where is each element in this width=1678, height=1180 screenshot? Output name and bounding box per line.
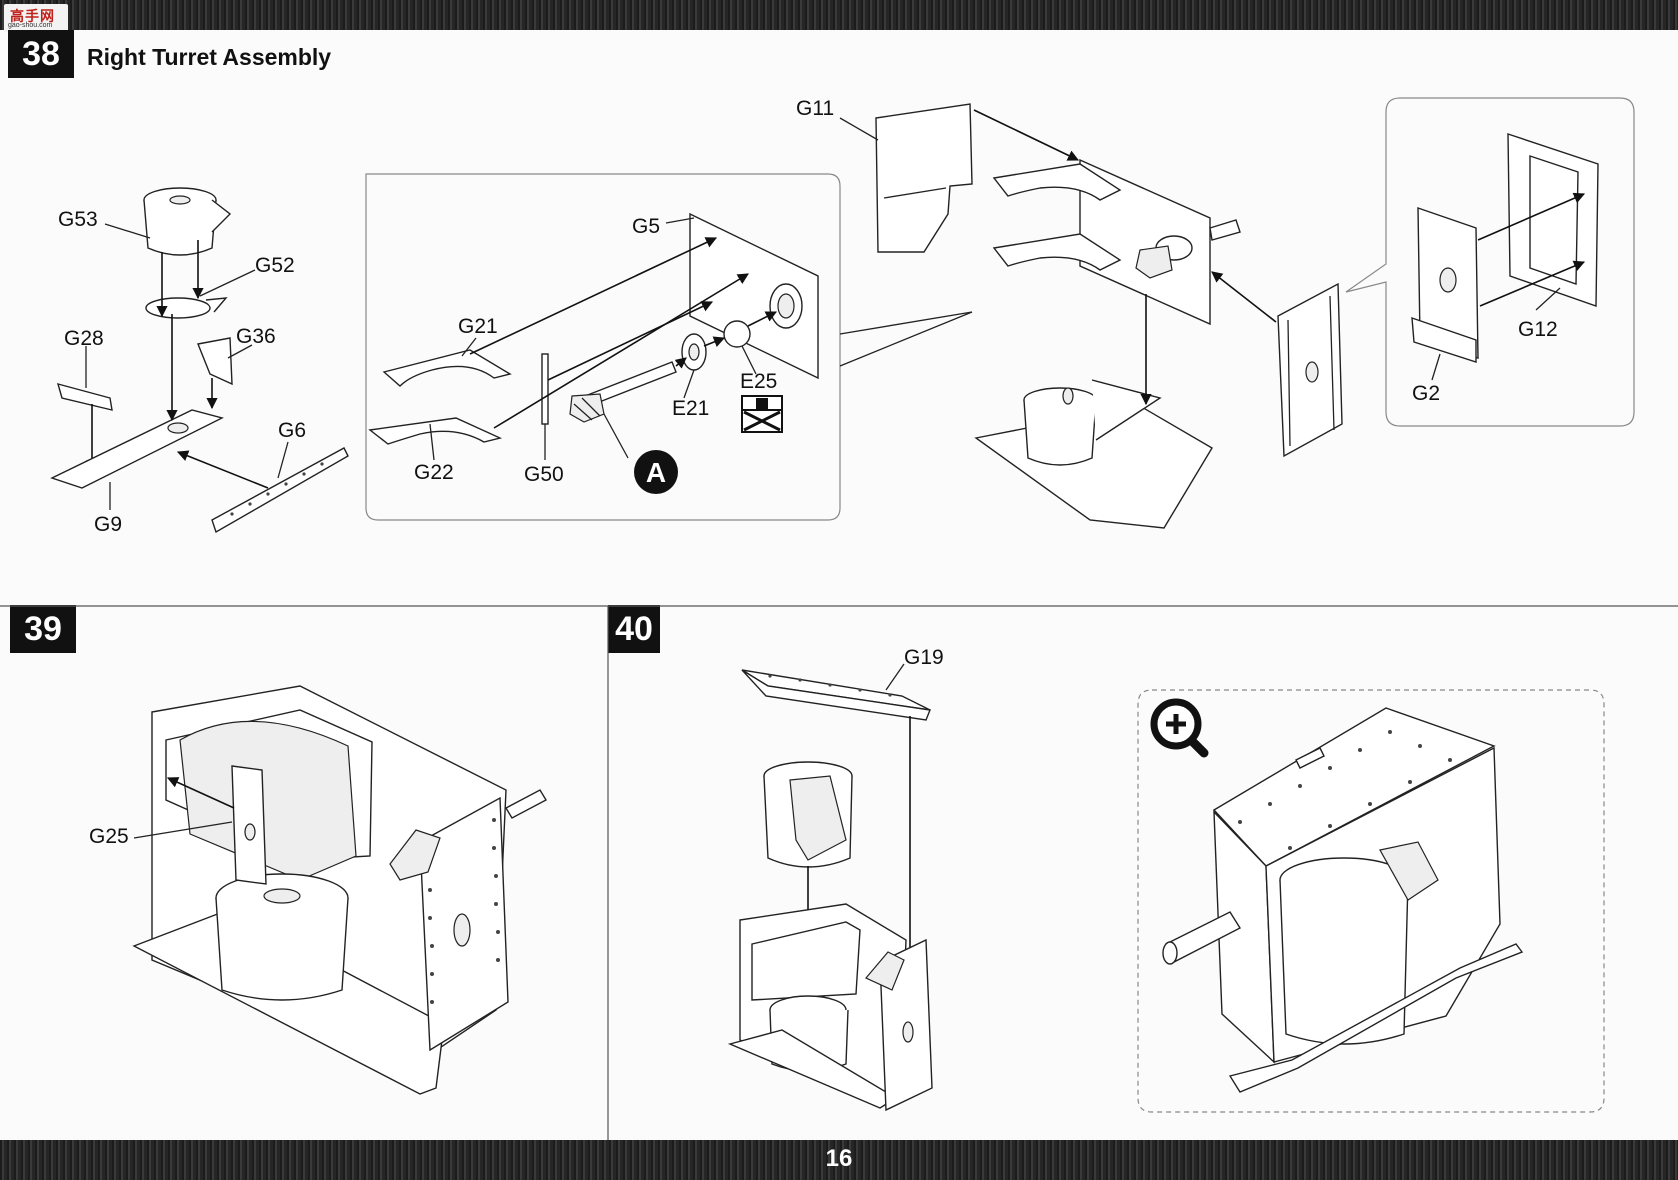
part-g52 — [145, 297, 228, 319]
part-g36 — [197, 337, 233, 386]
label-g6: G6 — [278, 419, 306, 442]
part-g50 — [541, 353, 549, 425]
label-g2: G2 — [1412, 382, 1440, 405]
bottom-band — [0, 1140, 1678, 1180]
step40-assembly — [727, 663, 933, 1112]
watermark-mark: 高手网 — [10, 8, 55, 24]
label-g50: G50 — [524, 463, 564, 486]
label-e21: E21 — [672, 397, 709, 420]
step38-inset-panel — [365, 173, 973, 521]
part-g9 — [50, 409, 224, 489]
marker-a-label: A — [646, 457, 666, 488]
label-e25: E25 — [740, 370, 777, 393]
part-g21 — [382, 349, 512, 387]
label-g11: G11 — [796, 97, 834, 120]
part-g5 — [689, 212, 819, 380]
step38-detail-panel — [1345, 97, 1635, 427]
assembly-drawing: G53 G52 G28 G36 G6 G9 — [0, 97, 1678, 1140]
label-g22: G22 — [414, 461, 454, 484]
zoom-in-icon — [1150, 698, 1209, 758]
watermark-logo: 高手网 gao-shou.com — [4, 4, 68, 32]
top-band — [0, 0, 1678, 30]
label-g5: G5 — [632, 215, 660, 238]
label-g21: G21 — [458, 315, 498, 338]
step39-assembly — [132, 685, 547, 1095]
step-39-number: 39 — [10, 605, 76, 653]
label-g12: G12 — [1518, 318, 1558, 341]
sub-assembly-a-marker — [634, 450, 678, 494]
part-g11 — [875, 103, 973, 253]
front-panel — [1277, 282, 1343, 458]
step-38-title: Right Turret Assembly — [87, 44, 332, 70]
label-g25: G25 — [89, 825, 129, 848]
part-g53 — [143, 187, 232, 256]
label-g53: G53 — [58, 208, 98, 231]
part-g6 — [211, 447, 349, 534]
step-40-number: 40 — [608, 605, 660, 653]
label-g36: G36 — [236, 325, 276, 348]
step-38-number: 38 — [8, 30, 74, 78]
label-g19: G19 — [904, 646, 944, 669]
part-ball — [723, 320, 751, 348]
label-g9: G9 — [94, 513, 122, 536]
turret-base-assembly — [974, 379, 1213, 529]
step38-right-parts — [839, 103, 1343, 529]
page-number: 16 — [825, 1145, 853, 1172]
step38-inset-parts — [368, 212, 819, 461]
sub-assembly-a — [569, 361, 677, 423]
step40-detail-view — [1137, 689, 1605, 1113]
step38-left-parts — [50, 187, 349, 534]
label-g28: G28 — [64, 327, 104, 350]
part-g28 — [56, 383, 113, 411]
part-g22 — [368, 417, 503, 445]
label-g52: G52 — [255, 254, 295, 277]
do-not-glue-icon — [741, 395, 783, 433]
watermark-url: gao-shou.com — [8, 22, 53, 29]
